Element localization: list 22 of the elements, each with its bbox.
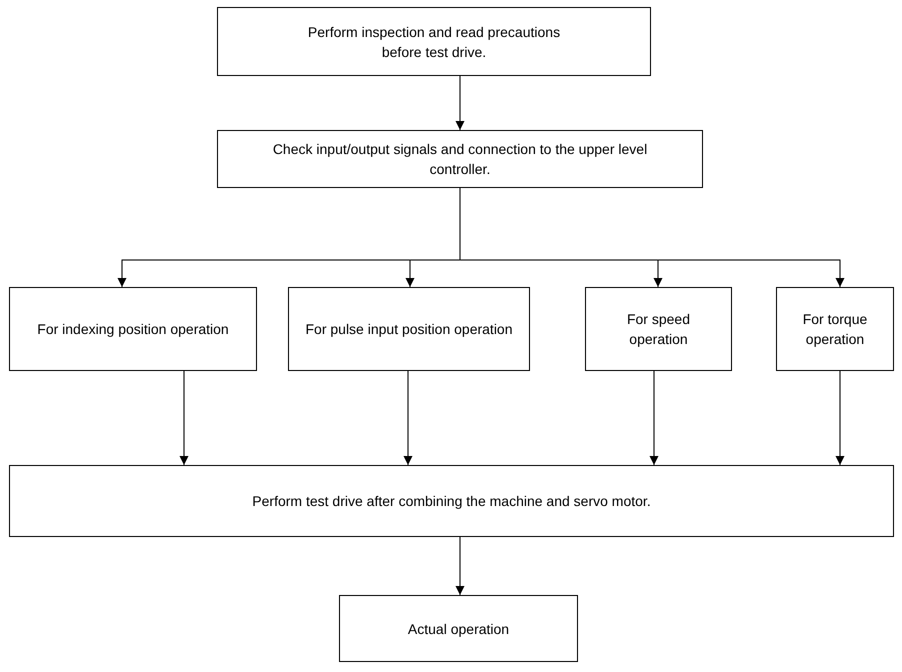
arrow bbox=[650, 370, 658, 466]
process-box bbox=[9, 287, 257, 371]
process-box bbox=[585, 287, 732, 371]
step-text: For speed operation bbox=[626, 310, 692, 349]
step-text: Check input/output signals and connection to the upper level controller. bbox=[272, 140, 648, 179]
step-text: For indexing position operation bbox=[37, 320, 229, 339]
process-box bbox=[776, 287, 894, 371]
step-text: Perform test drive after combining the machine and servo motor. bbox=[252, 492, 651, 511]
arrow bbox=[456, 76, 464, 130]
step-text: Actual operation bbox=[408, 620, 510, 638]
arrow bbox=[404, 370, 412, 466]
process-box bbox=[217, 130, 703, 188]
step-text: Perform inspection and read precautions before test drive. bbox=[306, 22, 562, 62]
arrow bbox=[836, 370, 844, 466]
arrow bbox=[456, 536, 464, 596]
process-box bbox=[217, 7, 651, 76]
step-text: For pulse input position operation bbox=[305, 320, 513, 339]
step-text: For torque operation bbox=[802, 310, 868, 349]
process-box bbox=[339, 595, 578, 662]
process-box bbox=[288, 287, 530, 371]
process-box bbox=[9, 465, 894, 537]
arrow bbox=[180, 370, 188, 466]
